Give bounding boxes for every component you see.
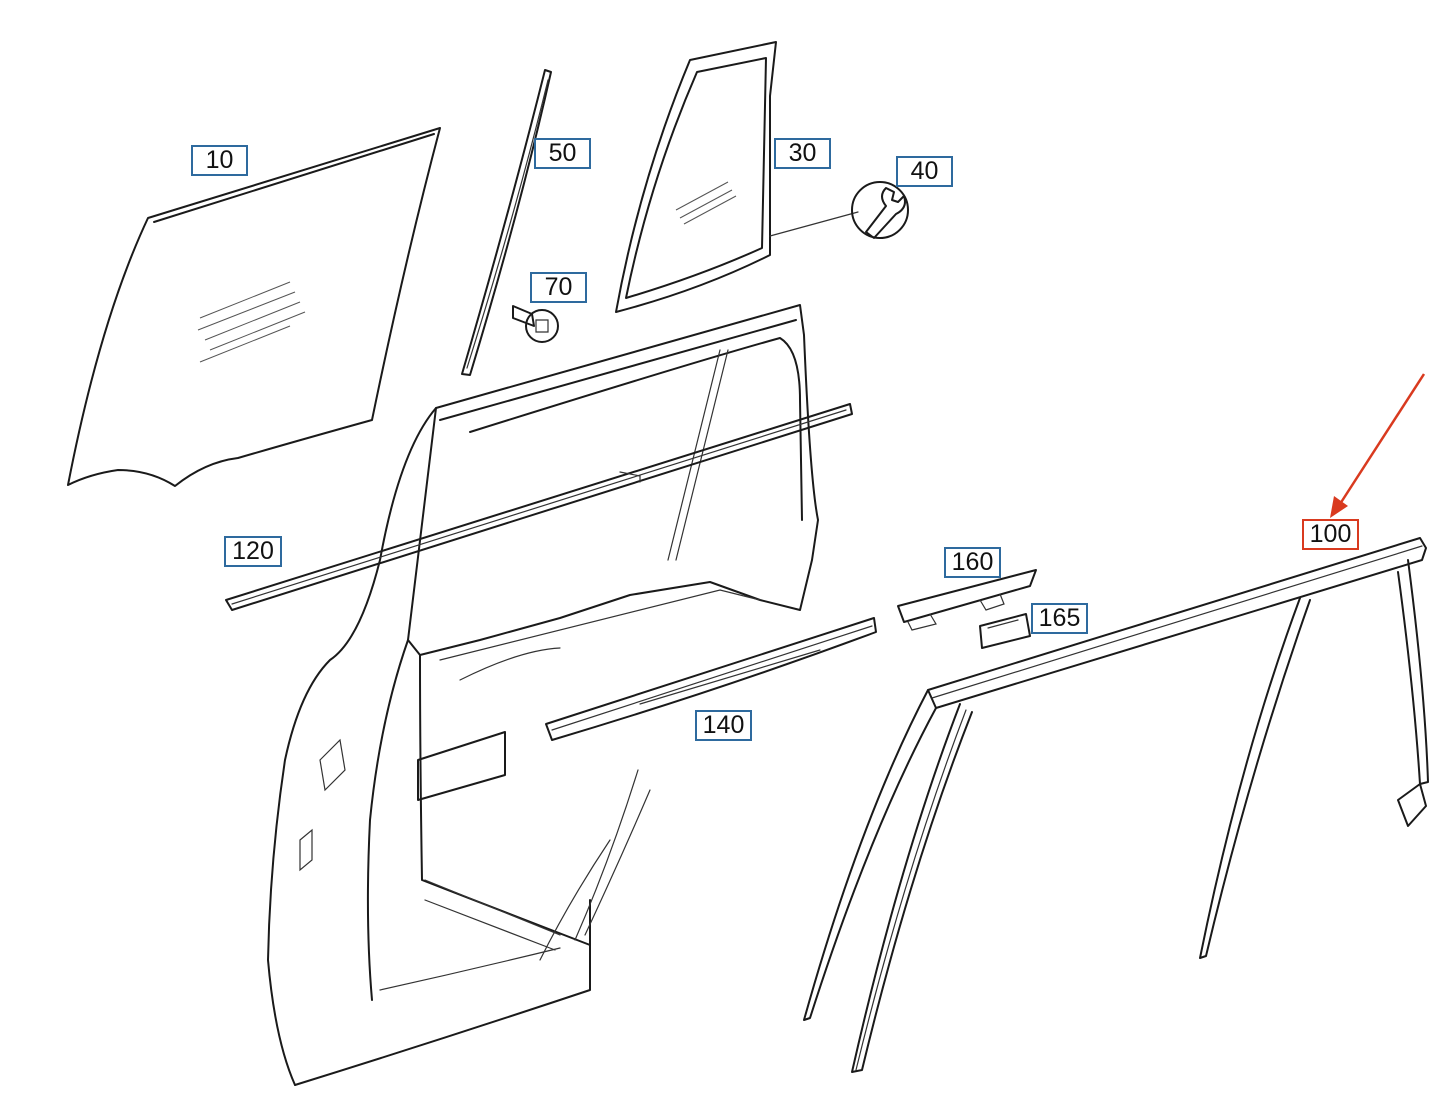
part-50-guide-rail — [461, 69, 552, 376]
part-10-door-glass — [67, 127, 441, 487]
callout-40[interactable]: 40 — [896, 156, 953, 187]
callout-70[interactable]: 70 — [530, 272, 587, 303]
callout-50[interactable]: 50 — [534, 138, 591, 169]
part-100-frame-seal — [803, 537, 1429, 1073]
callout-120[interactable]: 120 — [224, 536, 282, 567]
part-160-clip — [897, 569, 1037, 631]
callout-165[interactable]: 165 — [1031, 603, 1088, 634]
part-30-quarter-glass — [615, 41, 859, 313]
door-frame — [267, 304, 819, 1086]
part-165-clip — [979, 613, 1031, 649]
part-140-inner-belt-seal — [545, 617, 877, 741]
callout-140[interactable]: 140 — [695, 710, 752, 741]
wrench-icon — [851, 181, 909, 239]
part-70-screw — [512, 305, 559, 343]
callout-160[interactable]: 160 — [944, 547, 1001, 578]
part-120-belt-molding — [225, 403, 853, 611]
highlight-arrow — [1330, 373, 1426, 518]
callout-30[interactable]: 30 — [774, 138, 831, 169]
callout-10[interactable]: 10 — [191, 145, 248, 176]
callout-100[interactable]: 100 — [1302, 519, 1359, 550]
